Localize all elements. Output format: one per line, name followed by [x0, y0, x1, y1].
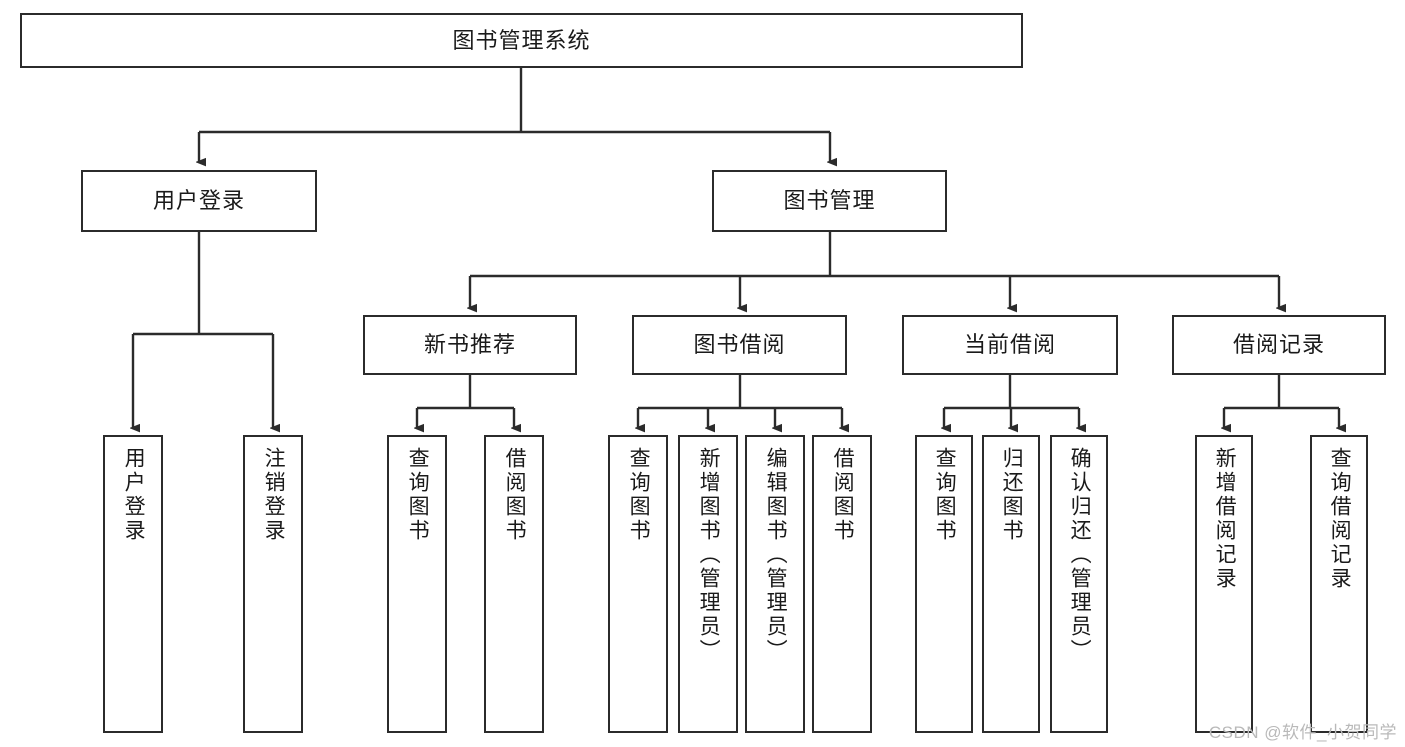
node-label: 新书推荐	[423, 332, 516, 358]
node-label: 归还图书	[1000, 447, 1024, 543]
node-label: 确认归还（管理员）	[1068, 447, 1092, 663]
leaf-user-login[interactable]: 用户登录	[103, 435, 163, 733]
node-label: 图书借阅	[693, 332, 786, 358]
leaf-edit-book-admin[interactable]: 编辑图书（管理员）	[745, 435, 805, 733]
node-label: 借阅图书	[831, 447, 855, 543]
leaf-confirm-return-admin[interactable]: 确认归还（管理员）	[1050, 435, 1108, 733]
node-label: 查询借阅记录	[1328, 447, 1352, 591]
node-current-borrow[interactable]: 当前借阅	[902, 315, 1118, 375]
node-label: 编辑图书（管理员）	[764, 447, 788, 663]
node-root[interactable]: 图书管理系统	[20, 13, 1023, 68]
node-label: 借阅记录	[1232, 332, 1325, 358]
leaf-borrow-book[interactable]: 借阅图书	[812, 435, 872, 733]
node-label: 查询图书	[627, 447, 651, 543]
leaf-return-book[interactable]: 归还图书	[982, 435, 1040, 733]
node-label: 借阅图书	[503, 447, 527, 543]
node-label: 新增借阅记录	[1213, 447, 1237, 591]
leaf-add-book-admin[interactable]: 新增图书（管理员）	[678, 435, 738, 733]
node-label: 查询图书	[933, 447, 957, 543]
node-label: 用户登录	[152, 188, 245, 214]
leaf-query-book-borrow[interactable]: 查询图书	[608, 435, 668, 733]
node-book-borrow[interactable]: 图书借阅	[632, 315, 847, 375]
leaf-logout[interactable]: 注销登录	[243, 435, 303, 733]
leaf-borrow-book-recommend[interactable]: 借阅图书	[484, 435, 544, 733]
node-label: 新增图书（管理员）	[697, 447, 721, 663]
node-label: 注销登录	[262, 447, 286, 543]
leaf-query-book-current[interactable]: 查询图书	[915, 435, 973, 733]
node-label: 当前借阅	[963, 332, 1056, 358]
node-label: 图书管理	[783, 188, 876, 214]
node-book-management[interactable]: 图书管理	[712, 170, 947, 232]
leaf-query-book-recommend[interactable]: 查询图书	[387, 435, 447, 733]
leaf-query-borrow-record[interactable]: 查询借阅记录	[1310, 435, 1368, 733]
node-borrow-record[interactable]: 借阅记录	[1172, 315, 1386, 375]
leaf-add-borrow-record[interactable]: 新增借阅记录	[1195, 435, 1253, 733]
node-user-login[interactable]: 用户登录	[81, 170, 317, 232]
node-new-book-recommend[interactable]: 新书推荐	[363, 315, 577, 375]
node-label: 查询图书	[406, 447, 430, 543]
node-label: 用户登录	[122, 447, 146, 543]
node-label: 图书管理系统	[452, 27, 591, 53]
watermark: CSDN @软件_小贺同学	[1208, 723, 1397, 742]
